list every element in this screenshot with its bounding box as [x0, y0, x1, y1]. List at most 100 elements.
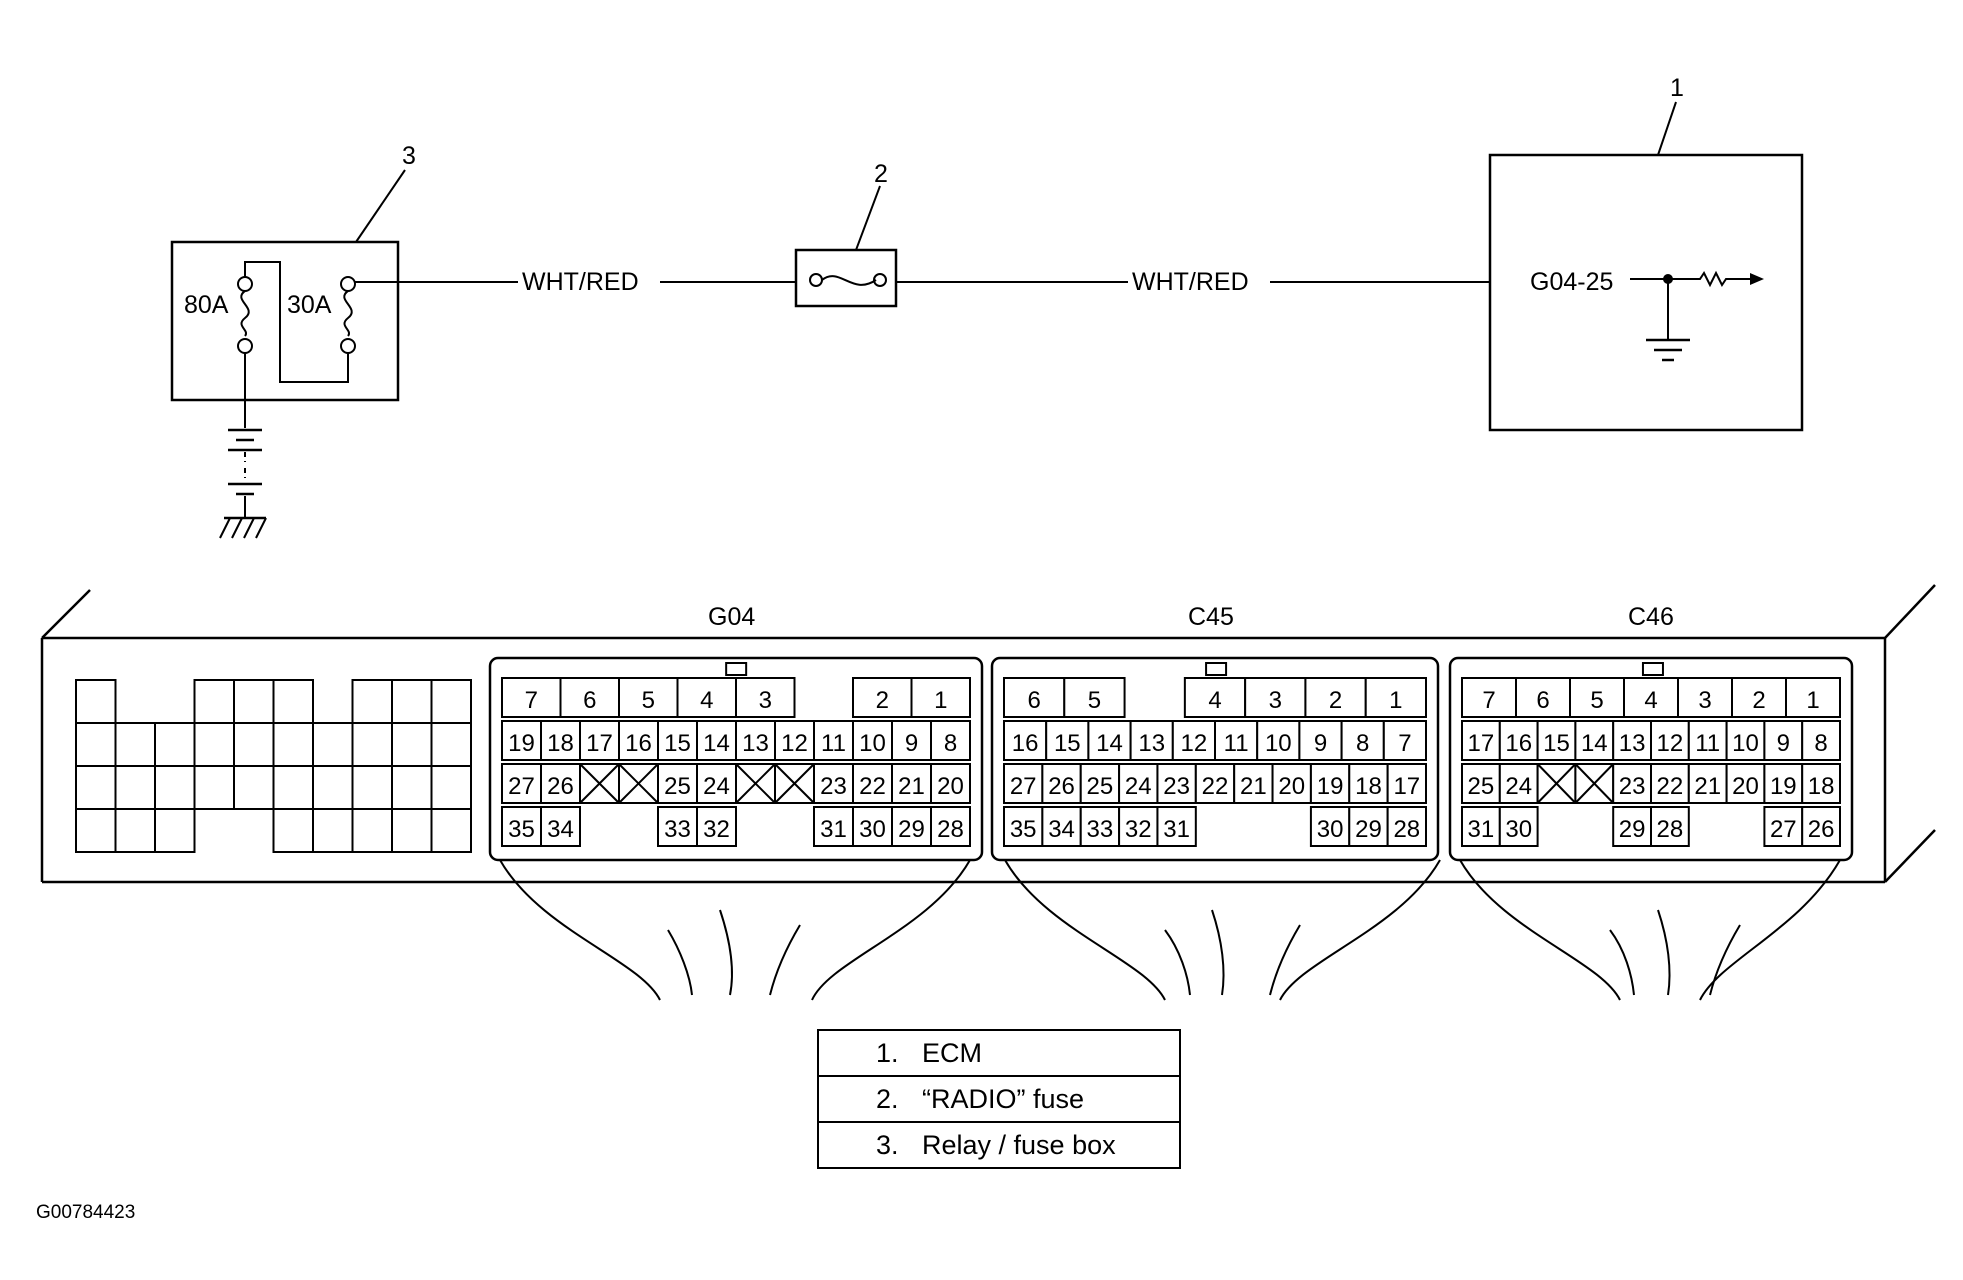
- connector-pin-number: 22: [1657, 773, 1684, 800]
- connector-pin-number: 12: [1181, 730, 1208, 757]
- connector-pin-number: 26: [547, 773, 574, 800]
- connector-pin-number: 8: [1356, 730, 1369, 757]
- connector-frame: [1448, 656, 1854, 862]
- connector-pin-cell: [676, 677, 737, 718]
- connector-pin-number: 32: [703, 816, 730, 843]
- connector-pin-cell: [1041, 806, 1082, 847]
- fuse-80a-label: 80A: [184, 291, 229, 319]
- connector-pin-cell: [1461, 763, 1501, 804]
- housing-grid-cell: [193, 765, 235, 810]
- connector-pin-cell: [1612, 763, 1652, 804]
- connector-pin-cell: [1386, 763, 1427, 804]
- housing-grid-cell: [233, 722, 275, 767]
- connector-pin-cell: [1623, 677, 1679, 718]
- connector-pin-cell: [1118, 806, 1159, 847]
- connector-pin-number: 13: [1138, 730, 1165, 757]
- connector-pin-cell: [1309, 763, 1351, 804]
- connector-pin-number: 1: [1806, 687, 1819, 714]
- connector-pin-cell: [501, 677, 562, 718]
- connector-pin-number: 27: [1010, 773, 1037, 800]
- connector-pin-number: 5: [1088, 687, 1101, 714]
- connector-pin-number: 2: [876, 687, 889, 714]
- housing-grid-cell: [430, 722, 472, 767]
- connector-pin-number: 11: [821, 730, 846, 757]
- legend-text-2: “RADIO” fuse: [922, 1084, 1084, 1114]
- connector-pin-number: 5: [1590, 687, 1603, 714]
- connector-pin-cell: [1731, 677, 1787, 718]
- connector-pin-number: 30: [859, 816, 886, 843]
- connector-title-c46: C46: [1628, 603, 1674, 631]
- connector-pin-number: 4: [1208, 687, 1221, 714]
- legend-text-1: ECM: [922, 1038, 982, 1068]
- housing-grid-cell: [272, 808, 314, 853]
- housing-grid-cell: [430, 765, 472, 810]
- connector-pin-number: 8: [1814, 730, 1827, 757]
- connector-pin-number: 17: [1468, 730, 1495, 757]
- connector-pin-cell: [1612, 720, 1652, 761]
- connector-pin-cell: [735, 720, 776, 761]
- connector-pin-number: 27: [1770, 816, 1797, 843]
- connector-pin-cell: [1003, 806, 1044, 847]
- connector-pin-number: 5: [642, 687, 655, 714]
- connector-pin-number: 6: [1536, 687, 1549, 714]
- empty-cavity-icon: [1574, 763, 1614, 804]
- connector-pin-number: 7: [1398, 730, 1411, 757]
- connector-pin-cell: [1183, 677, 1247, 718]
- callout-2: 2: [874, 160, 888, 188]
- resistor-icon: [1675, 270, 1750, 288]
- connector-title-g04: G04: [708, 603, 755, 631]
- housing-grid-cell: [351, 765, 393, 810]
- connector-pin-number: 12: [781, 730, 808, 757]
- connector-pin-cell: [1650, 806, 1690, 847]
- connector-pin-cell: [1364, 677, 1427, 718]
- connector-pin-cell: [1079, 806, 1121, 847]
- connector-pin-number: 29: [898, 816, 925, 843]
- connector-pin-number: 15: [664, 730, 691, 757]
- connector-pin-cell: [891, 720, 932, 761]
- connector-pin-number: 2: [1752, 687, 1765, 714]
- connector-pin-number: 29: [1355, 816, 1382, 843]
- housing-grid-cell: [154, 808, 196, 853]
- housing-grid-cell: [312, 765, 354, 810]
- connector-frame: [488, 656, 984, 862]
- connector-pin-cell: [910, 677, 971, 718]
- connector-pin-cell: [852, 806, 893, 847]
- fuse-30a-label: 30A: [287, 291, 332, 319]
- housing-grid-cell: [312, 722, 354, 767]
- empty-cavity-icon: [579, 763, 620, 804]
- connector-pin-number: 10: [1265, 730, 1292, 757]
- wire-label-right: WHT/RED: [1132, 268, 1249, 296]
- fuse-element-icon: [821, 275, 877, 286]
- connector-pin-cell: [1574, 720, 1615, 761]
- connector-pin-number: 33: [1087, 816, 1114, 843]
- ecm-pin-label: G04-25: [1530, 268, 1613, 296]
- figure-id: G00784423: [36, 1202, 135, 1223]
- housing-grid-cell: [391, 679, 433, 724]
- connector-pin-cell: [1003, 763, 1044, 804]
- connector-pin-number: 7: [1482, 687, 1495, 714]
- connector-pin-cell: [1801, 720, 1841, 761]
- connector-pin-cell: [1725, 763, 1766, 804]
- housing-grid-cell: [114, 808, 156, 853]
- connector-pin-number: 18: [1355, 773, 1382, 800]
- connector-pin-cell: [579, 720, 620, 761]
- connector-pin-cell: [1461, 806, 1501, 847]
- connector-pin-cell: [813, 763, 854, 804]
- connector-pin-cell: [852, 677, 913, 718]
- empty-cavity-icon: [1536, 763, 1577, 804]
- housing-grid-cell: [75, 808, 117, 853]
- connector-pin-number: 30: [1317, 816, 1344, 843]
- fuse-terminal-icon: [237, 338, 253, 354]
- connector-pin-number: 20: [1278, 773, 1305, 800]
- battery-icon: [228, 400, 262, 518]
- radio-fuse: 2: [794, 160, 898, 308]
- connector-pin-cell: [1214, 720, 1259, 761]
- connector-pin-cell: [540, 806, 581, 847]
- connector-pin-cell: [1063, 677, 1126, 718]
- connector-pin-number: 16: [1505, 730, 1532, 757]
- connector-pin-number: 8: [944, 730, 957, 757]
- housing-grid-cell: [391, 808, 433, 853]
- connector-pin-cell: [501, 720, 542, 761]
